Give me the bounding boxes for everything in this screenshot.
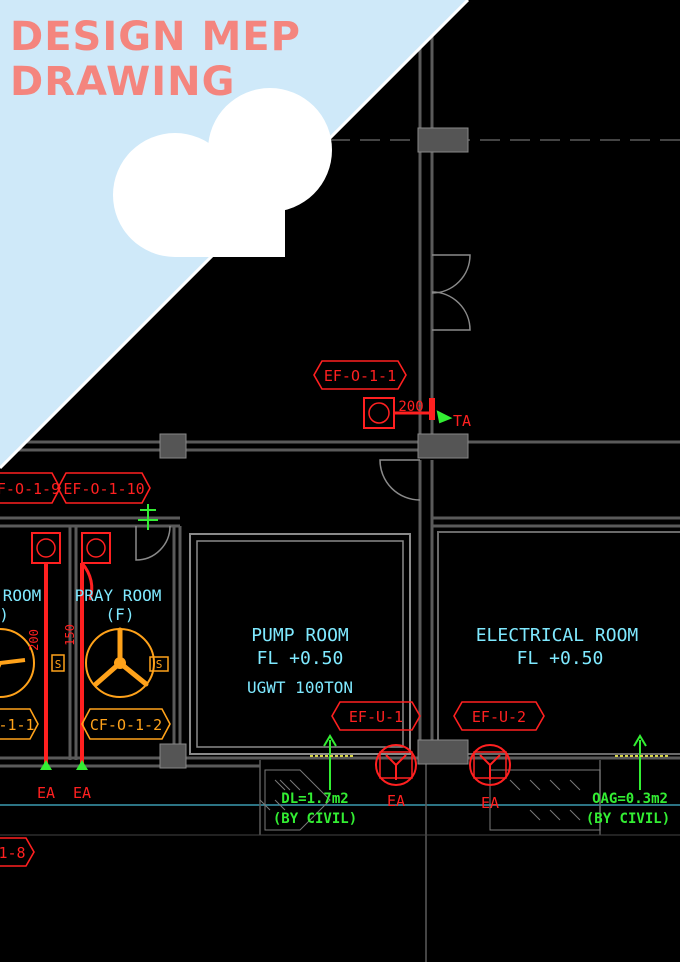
duct-size-top: 200 [398,399,423,415]
damper-top [429,398,435,420]
label-oag: OAG=0.3m2 [592,791,668,807]
banner-title-line2: DRAWING [10,59,235,105]
ceiling-fan-left-icon [0,628,35,698]
label-ea-3: EA [387,792,405,810]
tag-box-ef-u-2 [453,701,545,731]
label-ea-1: EA [37,784,55,802]
tag-1-8: 1-8 [0,844,26,862]
tag-ef-u-1: EF-U-1 [349,708,403,726]
tag-boxes-orange [0,708,171,740]
room-note-pump: UGWT 100TON [247,678,353,697]
tag-cf-o-1-1: O-1-1 [0,716,35,734]
ceiling-fans [0,627,169,698]
tag-box-ef-o-1-9 [0,472,61,504]
vent-arrowhead-dl [323,734,337,747]
room-label-left-paren: ) [0,605,9,624]
banner: DESIGN MEP DRAWING [0,0,470,470]
tag-box-1-8 [0,837,35,867]
fan-blades-2 [479,754,501,780]
ceiling-fan-hub [114,657,126,669]
tag-box-cf-left [0,708,39,740]
ceiling-fan-pray-blades [93,627,149,687]
cloud-icon [113,88,332,257]
exhaust-fan-ef-u-2-icon [469,744,511,786]
duct-bend [80,562,94,601]
electrical-room-outline [437,531,680,755]
green-vents [138,410,668,790]
tag-boxes [0,360,545,867]
fans-and-ducts [31,397,511,786]
tag-ef-o-1-9: EF-O-1-9 [0,480,60,498]
duct-size-vertical-2: 150 [63,624,77,646]
switch-box-left [51,654,65,672]
label-oag-by: (BY CIVIL) [586,811,670,827]
tag-box-ef-o-1-10 [57,472,151,504]
fan-housing-1 [379,751,413,779]
exhaust-fan-icon-left-1 [31,532,61,564]
fan-rotor-icon [368,402,390,424]
drawing-text: EF-O-1-1 EF-O-1-9 EF-O-1-10 EF-U-1 EF-U-… [0,367,670,862]
column-bottom-mid [417,739,469,765]
ta-arrow [436,410,453,424]
room-label-electrical: ELECTRICAL ROOM [476,625,639,646]
hatch-area-2 [489,769,601,831]
room-level-electrical: FL +0.50 [517,648,604,669]
column-bottom-left [159,743,187,769]
room-label-pray-paren: (F) [106,605,135,624]
banner-title-line1: DESIGN MEP [10,14,301,60]
exhaust-fan-ef-u-1-icon [375,744,417,786]
switch-tag-left: S [55,658,62,671]
tag-box-ef-u-1 [331,701,421,731]
room-label-pray: PRAY ROOM [75,586,162,605]
exhaust-fan-icon-left-2 [81,532,111,564]
ceiling-fan-left-blades [0,658,26,668]
tag-box-ef-o-1-1 [313,360,407,390]
tag-box-cf-o-1-2 [81,708,171,740]
label-dl: DL=1.7m2 [281,791,348,807]
door-swing-2 [431,291,471,331]
hatch-areas [259,769,601,831]
fan-housing-2 [473,751,507,779]
column-top [417,127,469,153]
column-left [159,433,187,459]
door-swing-3 [379,459,421,501]
hatch-strokes [259,779,581,821]
pump-room-inner [196,540,404,748]
vent-arrowhead-oag [633,734,647,747]
doors [135,254,471,561]
fan-rotor-icon [36,538,56,558]
room-level-pump: FL +0.50 [257,648,344,669]
door-swing-1 [431,254,471,294]
tag-ef-u-2: EF-U-2 [472,708,526,726]
duct-size-vertical-1: 200 [27,629,41,651]
label-ea-2: EA [73,784,91,802]
arrow-ea-2 [76,760,88,770]
grid-marker-green [138,504,158,530]
fan-rotor-icon [86,538,106,558]
room-label-left: ROOM [3,586,42,605]
room-label-pump: PUMP ROOM [251,625,349,646]
arrow-ea-1 [40,760,52,770]
hatch-area-1 [264,769,331,831]
label-dl-by: (BY CIVIL) [273,811,357,827]
door-swing-4 [135,525,171,561]
pump-room-outline [189,533,411,755]
columns [159,127,469,769]
column-mid [417,433,469,459]
tag-cf-o-1-2: CF-O-1-2 [90,716,162,734]
fan-blades-1 [385,754,407,780]
label-ta: TA [453,412,471,430]
label-ea-4: EA [481,794,499,812]
tag-ef-o-1-1: EF-O-1-1 [324,367,396,385]
tag-ef-o-1-10: EF-O-1-10 [63,480,144,498]
switch-tag-pray: S [156,658,163,671]
switch-box-pray [149,656,169,672]
